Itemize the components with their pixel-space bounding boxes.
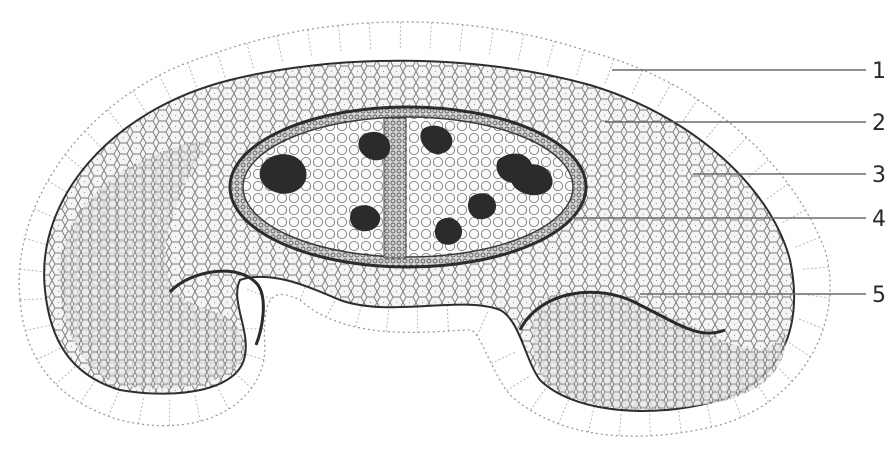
label-4: 4 — [872, 207, 886, 232]
figure-labels: 1 2 3 4 5 — [872, 59, 886, 308]
label-1: 1 — [872, 59, 886, 84]
label-3: 3 — [872, 163, 886, 188]
vascular-cylinder — [230, 107, 586, 267]
label-5: 5 — [872, 283, 886, 308]
label-2: 2 — [872, 111, 886, 136]
